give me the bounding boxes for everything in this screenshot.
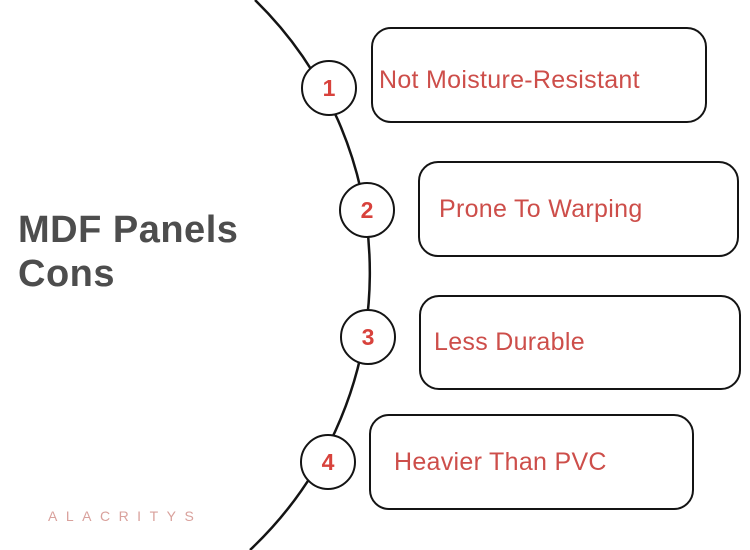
- con-box-1: Not Moisture-Resistant: [371, 27, 707, 123]
- step-number: 1: [322, 74, 336, 101]
- step-number: 3: [361, 323, 375, 350]
- step-marker-4: 4: [300, 434, 356, 490]
- step-number: 2: [360, 196, 374, 223]
- con-box-3: Less Durable: [419, 295, 741, 390]
- step-marker-2: 2: [339, 182, 395, 238]
- step-marker-1: 1: [301, 60, 357, 116]
- con-box-4: Heavier Than PVC: [369, 414, 694, 510]
- brand-watermark: ALACRITYS: [48, 508, 203, 524]
- con-box-2: Prone To Warping: [418, 161, 739, 257]
- step-marker-3: 3: [340, 309, 396, 365]
- con-label: Heavier Than PVC: [394, 447, 607, 476]
- con-label: Prone To Warping: [439, 194, 643, 223]
- page-title: MDF Panels Cons: [18, 209, 239, 295]
- con-label: Not Moisture-Resistant: [379, 65, 640, 94]
- step-number: 4: [321, 448, 335, 475]
- con-label: Less Durable: [434, 328, 585, 356]
